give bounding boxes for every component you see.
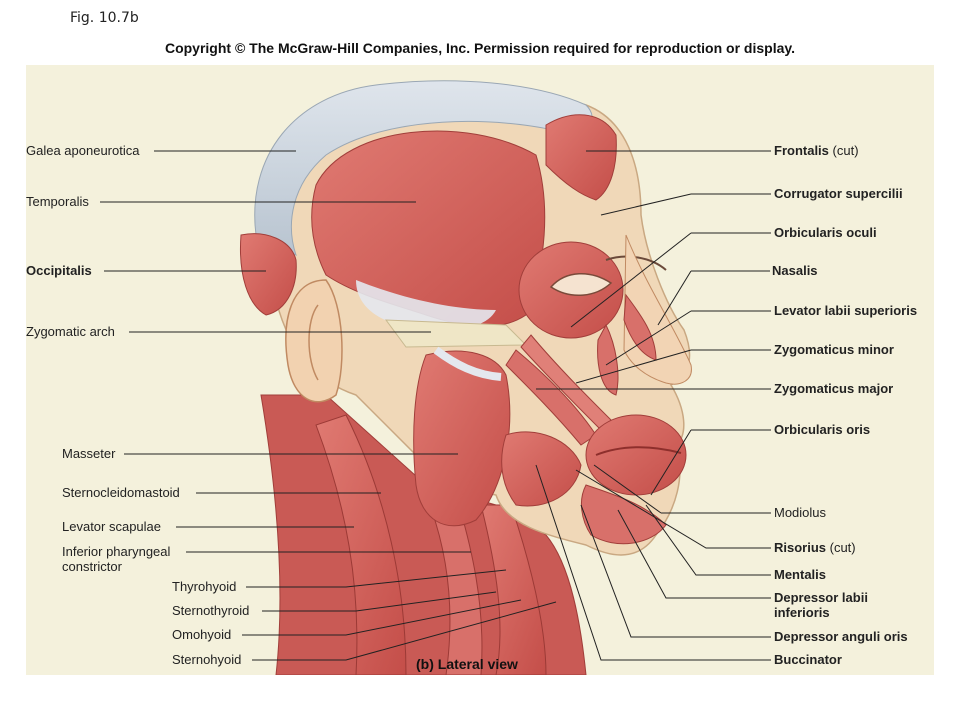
label-zygomaticus-minor: Zygomaticus minor — [774, 342, 894, 357]
label-modiolus: Modiolus — [774, 505, 827, 520]
label-sternocleidomastoid: Sternocleidomastoid — [62, 485, 180, 500]
temporalis-tendon — [356, 280, 496, 331]
anatomy-panel: Galea aponeurotica Temporalis Occipitali… — [26, 65, 934, 675]
label-orbicularis-oris: Orbicularis oris — [774, 422, 871, 437]
label-occipitalis: Occipitalis — [26, 263, 92, 278]
label-temporalis: Temporalis — [26, 194, 89, 209]
label-sternothyroid: Sternothyroid — [172, 603, 250, 618]
label-mentalis: Mentalis — [774, 567, 827, 582]
label-levator-scapulae: Levator scapulae — [62, 519, 162, 534]
label-corrugator-supercilii: Corrugator supercilii — [774, 186, 903, 201]
temporalis-muscle — [311, 130, 546, 327]
label-depressor-labii-inferioris: Depressor labii inferioris — [774, 590, 868, 620]
label-masseter: Masseter — [62, 446, 116, 461]
label-levator-labii-superioris: Levator labii superioris — [774, 303, 918, 318]
label-thyrohyoid: Thyrohyoid — [172, 579, 237, 594]
label-omohyoid: Omohyoid — [172, 627, 232, 642]
figure-number: Fig. 10.7b — [70, 10, 139, 26]
label-nasalis: Nasalis — [772, 263, 818, 278]
orbicularis-oris-muscle — [585, 414, 687, 496]
label-zygomatic-arch: Zygomatic arch — [26, 324, 115, 339]
frontalis-muscle — [545, 114, 617, 201]
label-frontalis: Frontalis (cut) — [774, 143, 859, 158]
label-buccinator: Buccinator — [774, 652, 842, 667]
label-zygomaticus-major: Zygomaticus major — [774, 381, 894, 396]
label-galea-aponeurotica: Galea aponeurotica — [26, 143, 140, 158]
ear — [285, 279, 343, 403]
label-inferior-pharyngeal-constrictor: Inferior pharyngeal constrictor — [62, 544, 171, 574]
label-orbicularis-oculi: Orbicularis oculi — [774, 225, 877, 240]
label-depressor-anguli-oris: Depressor anguli oris — [774, 629, 908, 644]
copyright-notice: Copyright © The McGraw-Hill Companies, I… — [164, 40, 796, 56]
figure-caption: (b) Lateral view — [416, 656, 518, 672]
zygomaticus-muscles — [505, 349, 597, 446]
occipitalis-muscle — [239, 233, 297, 316]
masseter-muscle — [413, 350, 511, 527]
label-sternohyoid: Sternohyoid — [172, 652, 242, 667]
label-risorius: Risorius (cut) — [774, 540, 856, 555]
